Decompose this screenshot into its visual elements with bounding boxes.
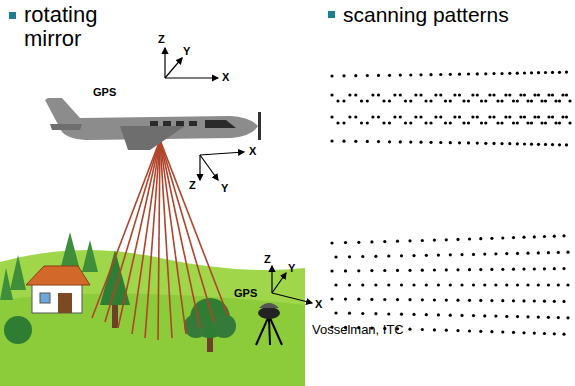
- axis-label: Z: [264, 253, 271, 265]
- ground: [0, 250, 305, 386]
- bullet-text: rotating mirror: [24, 3, 134, 51]
- scan-points: [330, 71, 571, 336]
- axis-label: X: [249, 145, 256, 157]
- gps-receiver: [256, 303, 282, 345]
- axis-label: Y: [183, 45, 190, 57]
- laser-beam: [92, 140, 228, 340]
- axis-label: Z: [189, 179, 196, 191]
- bullet: [328, 11, 335, 18]
- axis: [165, 48, 312, 303]
- gps-label: GPS: [234, 287, 257, 299]
- tree: [4, 250, 236, 352]
- axis-label: Z: [158, 33, 165, 45]
- axis-label: X: [315, 298, 322, 310]
- bullet-text: scanning patterns: [343, 3, 509, 26]
- gps-label: GPS: [93, 86, 116, 98]
- airplane: [45, 98, 261, 150]
- axis-label: Y: [288, 262, 295, 274]
- axis-label: Y: [221, 182, 228, 194]
- bullet: [9, 12, 16, 19]
- credit-text: Vosselman, ITC: [312, 323, 404, 337]
- axis-label: X: [222, 71, 229, 83]
- house: [26, 266, 90, 313]
